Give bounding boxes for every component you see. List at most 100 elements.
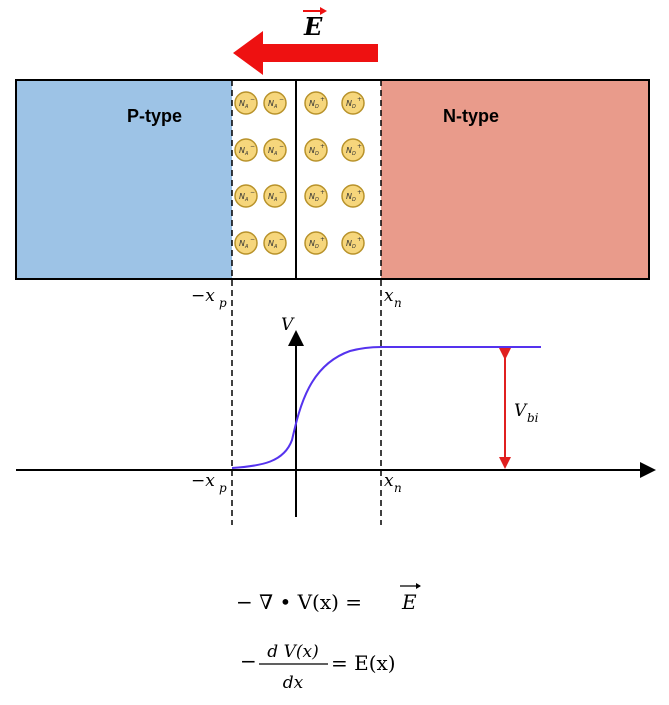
xn-label-top: x n bbox=[384, 286, 402, 310]
donor-ion-label: ND bbox=[309, 192, 319, 203]
acceptor-ion-label: NA bbox=[268, 239, 278, 250]
acceptor-ion-label: NA bbox=[239, 146, 249, 157]
equation-2-prefix: − bbox=[240, 649, 257, 673]
donor-ion-label: ND bbox=[346, 99, 356, 110]
xn-label-bottom: x n bbox=[384, 471, 402, 495]
donor-ion-label: ND bbox=[346, 146, 356, 157]
donor-ion-circle bbox=[304, 138, 328, 162]
n-type-region bbox=[381, 80, 649, 279]
xp-label-bottom-main: −x bbox=[191, 471, 215, 491]
acceptor-ion-label: NA bbox=[268, 99, 278, 110]
acceptor-ion-label: NA bbox=[268, 192, 278, 203]
acceptor-ion: NA− bbox=[234, 184, 258, 208]
acceptor-ion-charge: − bbox=[279, 143, 284, 150]
xp-label-top-main: −x bbox=[191, 286, 215, 306]
acceptor-ion-charge: − bbox=[279, 96, 284, 103]
donor-ion-charge: + bbox=[320, 96, 325, 103]
xn-label-bottom-main: x bbox=[384, 471, 394, 491]
donor-ion-charge: + bbox=[320, 143, 325, 150]
donor-ion: ND+ bbox=[304, 91, 328, 115]
donor-ion: ND+ bbox=[304, 231, 328, 255]
acceptor-ion-charge: − bbox=[250, 236, 255, 243]
equation-gradient: − ∇ • V(x) = E bbox=[236, 583, 421, 614]
ion-grid: NA−NA−ND+ND+NA−NA−ND+ND+NA−NA−ND+ND+NA−N… bbox=[234, 91, 365, 255]
acceptor-ion-charge: − bbox=[250, 189, 255, 196]
xp-label-top-sub: p bbox=[219, 296, 227, 310]
acceptor-ion-charge: − bbox=[279, 236, 284, 243]
donor-ion-charge: + bbox=[357, 143, 362, 150]
donor-ion: ND+ bbox=[341, 91, 365, 115]
donor-ion: ND+ bbox=[341, 184, 365, 208]
xp-label-top: −x p bbox=[191, 286, 227, 310]
equation-1-left: − ∇ • V(x) = bbox=[236, 590, 362, 614]
acceptor-ion-circle bbox=[263, 91, 287, 115]
donor-ion-circle bbox=[341, 138, 365, 162]
donor-ion: ND+ bbox=[304, 184, 328, 208]
donor-ion-circle bbox=[304, 91, 328, 115]
equation-2-rhs: = E(x) bbox=[331, 651, 396, 675]
potential-curve bbox=[231, 346, 541, 469]
acceptor-ion: NA− bbox=[263, 231, 287, 255]
donor-ion-charge: + bbox=[320, 236, 325, 243]
acceptor-ion: NA− bbox=[234, 91, 258, 115]
xn-label-bottom-sub: n bbox=[394, 481, 402, 495]
acceptor-ion-circle bbox=[263, 231, 287, 255]
acceptor-ion-label: NA bbox=[239, 239, 249, 250]
acceptor-ion-label: NA bbox=[268, 146, 278, 157]
donor-ion-label: ND bbox=[309, 146, 319, 157]
xp-label-bottom-sub: p bbox=[219, 481, 227, 495]
p-type-label: P-type bbox=[127, 106, 182, 126]
acceptor-ion-circle bbox=[234, 231, 258, 255]
equation-1-right: E bbox=[401, 590, 417, 614]
field-vector-head bbox=[320, 7, 327, 15]
acceptor-ion: NA− bbox=[263, 91, 287, 115]
vbi-label-sub: bi bbox=[527, 411, 539, 425]
acceptor-ion-circle bbox=[234, 138, 258, 162]
xp-label-bottom: −x p bbox=[191, 471, 227, 495]
donor-ion: ND+ bbox=[341, 138, 365, 162]
acceptor-ion: NA− bbox=[234, 231, 258, 255]
vbi-label-main: V bbox=[514, 401, 528, 421]
n-type-label: N-type bbox=[443, 106, 499, 126]
vbi-label: V bi bbox=[514, 401, 539, 425]
donor-ion-circle bbox=[341, 231, 365, 255]
acceptor-ion: NA− bbox=[263, 138, 287, 162]
potential-plot: V V bi −x p x n bbox=[16, 315, 656, 517]
acceptor-ion-label: NA bbox=[239, 192, 249, 203]
donor-ion-charge: + bbox=[320, 189, 325, 196]
acceptor-ion-charge: − bbox=[250, 96, 255, 103]
p-type-region bbox=[16, 80, 232, 279]
xn-label-top-main: x bbox=[384, 286, 394, 306]
donor-ion-circle bbox=[341, 91, 365, 115]
donor-ion-circle bbox=[304, 184, 328, 208]
donor-ion: ND+ bbox=[341, 231, 365, 255]
acceptor-ion: NA− bbox=[234, 138, 258, 162]
equation-derivative: − d V(x) dx = E(x) bbox=[240, 642, 396, 693]
acceptor-ion: NA− bbox=[263, 184, 287, 208]
acceptor-ion-charge: − bbox=[250, 143, 255, 150]
acceptor-ion-circle bbox=[234, 91, 258, 115]
donor-ion-label: ND bbox=[309, 99, 319, 110]
donor-ion-label: ND bbox=[309, 239, 319, 250]
donor-ion-charge: + bbox=[357, 236, 362, 243]
equation-1-vector-head bbox=[416, 583, 421, 589]
acceptor-ion-circle bbox=[263, 184, 287, 208]
equation-2-numerator: d V(x) bbox=[267, 642, 318, 662]
acceptor-ion-label: NA bbox=[239, 99, 249, 110]
donor-ion: ND+ bbox=[304, 138, 328, 162]
donor-ion-circle bbox=[341, 184, 365, 208]
acceptor-ion-circle bbox=[263, 138, 287, 162]
xn-label-top-sub: n bbox=[394, 296, 402, 310]
field-label: E bbox=[303, 12, 323, 41]
acceptor-ion-charge: − bbox=[279, 189, 284, 196]
donor-ion-label: ND bbox=[346, 192, 356, 203]
block-outline bbox=[15, 79, 650, 280]
acceptor-ion-circle bbox=[234, 184, 258, 208]
donor-ion-charge: + bbox=[357, 189, 362, 196]
semiconductor-block: P-type N-type bbox=[15, 79, 650, 280]
equation-2-denominator: dx bbox=[283, 673, 304, 693]
donor-ion-label: ND bbox=[346, 239, 356, 250]
v-axis-label: V bbox=[281, 315, 295, 335]
depletion-boundaries bbox=[231, 80, 382, 525]
